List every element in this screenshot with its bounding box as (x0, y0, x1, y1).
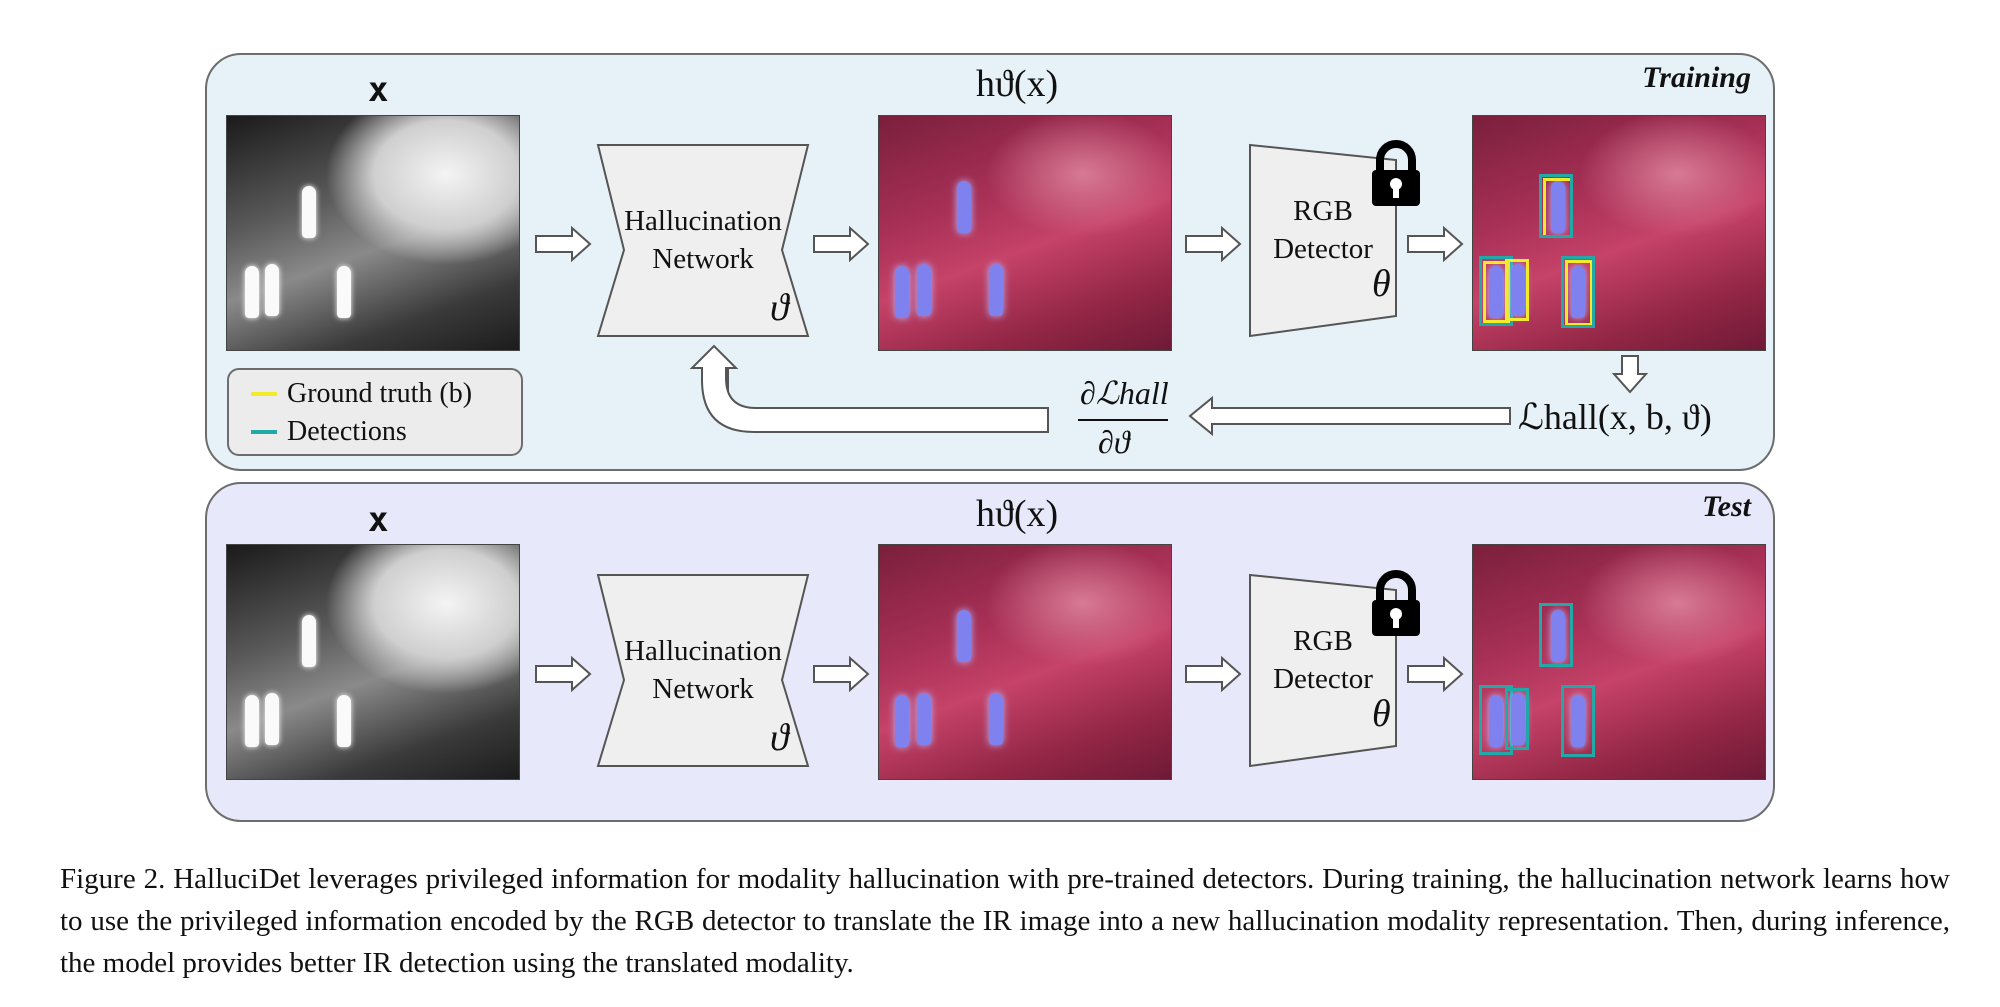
training-network-label-line1: Hallucination (624, 205, 782, 237)
gradient-numerator: ∂ℒhall (1080, 375, 1169, 411)
test-detector-param: θ (1372, 693, 1391, 735)
training-label: Training (1642, 61, 1751, 94)
training-detector-param: θ (1372, 263, 1391, 305)
test-network-label-line2: Network (652, 673, 754, 705)
loss-label: ℒhall(x, b, ϑ) (1518, 397, 1712, 437)
detection-box (1505, 688, 1529, 750)
arrow-loss-to-gradient (1188, 395, 1511, 437)
test-detection-image (1472, 544, 1766, 780)
training-detector-label: RGB Detector (1258, 192, 1388, 268)
ground-truth-box (1565, 260, 1593, 326)
detection-box (1561, 256, 1595, 328)
training-rgb-detector-shape (1249, 143, 1397, 338)
detection-box (1539, 603, 1573, 667)
training-detection-image (1472, 115, 1766, 351)
arrow-network-to-hall (813, 225, 870, 263)
gradient-denominator: ∂ϑ (1098, 424, 1130, 460)
test-hallucination-network-shape (596, 574, 810, 767)
legend-ground-truth-text: Ground truth (b) (287, 378, 473, 409)
detections-swatch (251, 430, 277, 434)
test-detector-label: RGB Detector (1258, 622, 1388, 698)
test-label: Test (1702, 490, 1751, 523)
legend-detections: Detections (251, 416, 407, 448)
test-forward-arrows (535, 655, 1464, 693)
test-detector-label-line2: Detector (1273, 663, 1373, 695)
figure-caption: Figure 2. HalluciDet leverages privilege… (60, 863, 1950, 979)
arrow-output-to-loss (1611, 355, 1649, 394)
detection-box (1539, 174, 1573, 238)
ground-truth-swatch (251, 392, 277, 396)
training-hallucination-network-shape (596, 144, 810, 337)
ground-truth-box (1505, 259, 1529, 321)
arrow-detector-to-output (1407, 225, 1464, 263)
training-detector-label-line1: RGB (1293, 195, 1353, 227)
training-detector-label-line2: Detector (1273, 233, 1373, 265)
training-hall-output-label: hϑ(x) (976, 63, 1059, 105)
training-network-param: ϑ (770, 287, 789, 329)
test-hall-output-label: hϑ(x) (976, 493, 1059, 535)
arrow-hall-to-detector (1185, 225, 1242, 263)
legend: Ground truth (b) Detections (227, 368, 523, 456)
arrow-gradient-to-network (712, 369, 1048, 409)
test-rgb-detector-shape (1249, 573, 1397, 768)
training-hallucinated-image (878, 115, 1172, 351)
training-network-label-line2: Network (652, 243, 754, 275)
legend-ground-truth: Ground truth (b) (251, 378, 472, 410)
test-network-label-line1: Hallucination (624, 635, 782, 667)
test-network-param: ϑ (770, 717, 789, 759)
test-hallucinated-image (878, 544, 1172, 780)
training-network-label: Hallucination Network (612, 202, 794, 278)
training-input-label: x (368, 70, 389, 110)
training-ir-image (226, 115, 520, 351)
test-network-label: Hallucination Network (612, 632, 794, 708)
arrow-gradient-to-network-body (689, 344, 1049, 433)
arrow-input-to-network (535, 225, 592, 263)
test-ir-image (226, 544, 520, 780)
detection-box (1561, 685, 1595, 757)
ground-truth-box (1483, 261, 1511, 323)
test-input-label: x (368, 500, 389, 540)
test-detector-label-line1: RGB (1293, 625, 1353, 657)
legend-detections-text: Detections (287, 416, 407, 447)
